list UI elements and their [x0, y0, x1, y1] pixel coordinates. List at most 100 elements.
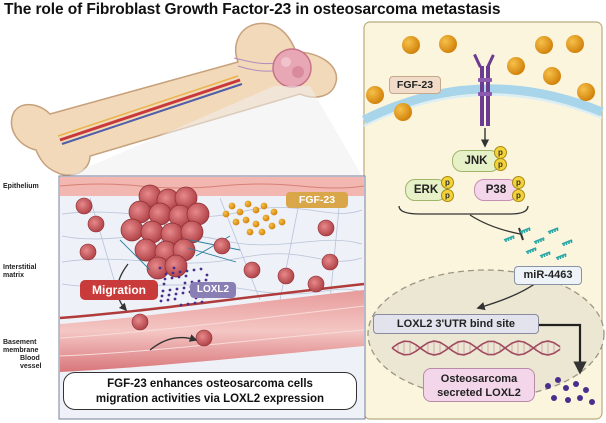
secreted-loxl2-dot	[583, 387, 589, 393]
label-basement-membrane: Basement membrane	[3, 339, 39, 354]
phospho-badge: p	[494, 158, 507, 171]
loxl2-label-left: LOXL2	[190, 282, 236, 298]
loxl2-dot	[164, 272, 168, 276]
loxl2-dot	[182, 286, 186, 290]
fgf23-ball	[535, 36, 553, 54]
secreted-loxl2-dots	[545, 377, 595, 405]
loxl2-dot	[193, 301, 197, 305]
label-epithelium: Epithelium	[3, 183, 39, 190]
tumor-cell	[120, 218, 144, 242]
loxl2-dot	[204, 278, 208, 282]
loxl2-dot	[171, 271, 175, 275]
jnk-kinase: JNK	[452, 150, 500, 172]
inhibition-line	[469, 214, 521, 235]
dna-helix	[391, 340, 561, 356]
fgf23-ball	[262, 214, 270, 222]
loxl2-dot	[166, 298, 170, 302]
secreted-loxl2-dot	[563, 385, 569, 391]
phospho-badge: p	[512, 189, 525, 202]
fgf23-ball	[439, 35, 457, 53]
migrating-cell	[321, 253, 339, 271]
loxl2-dot	[159, 299, 163, 303]
label-interstitial-matrix: Interstitial matrix	[3, 264, 37, 279]
fgf23-label-right: FGF-23	[389, 76, 441, 94]
secretion-arrow	[538, 323, 587, 375]
fgf23-ball	[507, 57, 525, 75]
migrating-cell	[195, 329, 213, 347]
loxl2-dot	[205, 273, 209, 277]
loxl2-dot	[160, 294, 164, 298]
loxl2-dot	[163, 277, 167, 281]
secreted-line-1: Osteosarcoma	[440, 373, 518, 385]
fgf23-ball	[252, 220, 260, 228]
phospho-badge: p	[441, 189, 454, 202]
fgf23-ball	[236, 208, 244, 216]
fgf23-ball	[244, 200, 252, 208]
page-title: The role of Fibroblast Growth Factor-23 …	[4, 1, 501, 18]
fgf23-ball	[366, 86, 384, 104]
loxl2-dot	[161, 289, 165, 293]
loxl2-dot	[170, 276, 174, 280]
fgf23-ball	[270, 208, 278, 216]
migrating-cells	[75, 197, 339, 347]
loxl2-dot	[199, 267, 203, 271]
migrating-cell	[243, 261, 261, 279]
migration-arrow-2	[149, 334, 198, 351]
loxl2-dot	[174, 292, 178, 296]
erk-kinase: ERK	[405, 179, 447, 201]
fgf23-ball	[260, 202, 268, 210]
mirna-label: miR-4463	[514, 266, 582, 285]
fgf23-ball	[278, 218, 286, 226]
secreted-loxl2-dot	[577, 395, 583, 401]
phospho-badge: p	[441, 176, 454, 189]
fgf23-ball	[394, 103, 412, 121]
loxl2-dot	[167, 293, 171, 297]
label-blood-vessel: Blood vessel	[20, 355, 42, 370]
migrating-cell	[87, 215, 105, 233]
secreted-loxl2-dot	[551, 395, 557, 401]
nucleus	[367, 269, 605, 399]
loxl2-dot	[175, 287, 179, 291]
secreted-loxl2-dot	[545, 383, 551, 389]
migrating-cell	[75, 197, 93, 215]
loxl2-dot	[179, 303, 183, 307]
fgf23-molecules-left	[222, 200, 286, 236]
fgf23-label-left: FGF-23	[286, 192, 348, 208]
fgf23-ball	[577, 83, 595, 101]
kinase-bracket	[398, 205, 529, 215]
loxl2-dot	[177, 275, 181, 279]
loxl2-dot	[186, 302, 190, 306]
caption-line-2: migration activities via LOXL2 expressio…	[95, 393, 325, 405]
loxl2-dot	[168, 288, 172, 292]
loxl2-dot	[158, 266, 162, 270]
fgf23-ball	[566, 35, 584, 53]
tumor-cell	[164, 254, 188, 278]
bone-illustration	[10, 22, 362, 176]
fgf23-ball	[252, 206, 260, 214]
fgf23-ball	[228, 202, 236, 210]
loxl2-dot	[173, 297, 177, 301]
phospho-badge: p	[512, 176, 525, 189]
loxl2-dot	[184, 274, 188, 278]
fgf23-molecules-right	[366, 35, 595, 121]
secreted-loxl2-dot	[555, 377, 561, 383]
fgf23-ball	[402, 36, 420, 54]
bind-site-label: LOXL2 3'UTR bind site	[373, 314, 539, 334]
loxl2-dot	[178, 270, 182, 274]
loxl2-dot	[162, 282, 166, 286]
fgf23-ball	[268, 222, 276, 230]
fgf23-ball	[543, 67, 561, 85]
secreted-loxl2-box: Osteosarcoma secreted LOXL2	[423, 368, 535, 402]
collagen-fiber	[119, 239, 151, 271]
migrating-cell	[79, 243, 97, 261]
secreted-loxl2-dot	[565, 397, 571, 403]
fgf23-ball	[246, 228, 254, 236]
migrating-cell	[131, 313, 149, 331]
fgf-receptor	[473, 53, 495, 126]
secreted-loxl2-dot	[573, 381, 579, 387]
loxl2-dot	[192, 268, 196, 272]
secreted-line-2: secreted LOXL2	[437, 387, 521, 399]
caption-line-1: FGF-23 enhances osteosarcoma cells	[107, 378, 313, 390]
loxl2-dot	[183, 281, 187, 285]
